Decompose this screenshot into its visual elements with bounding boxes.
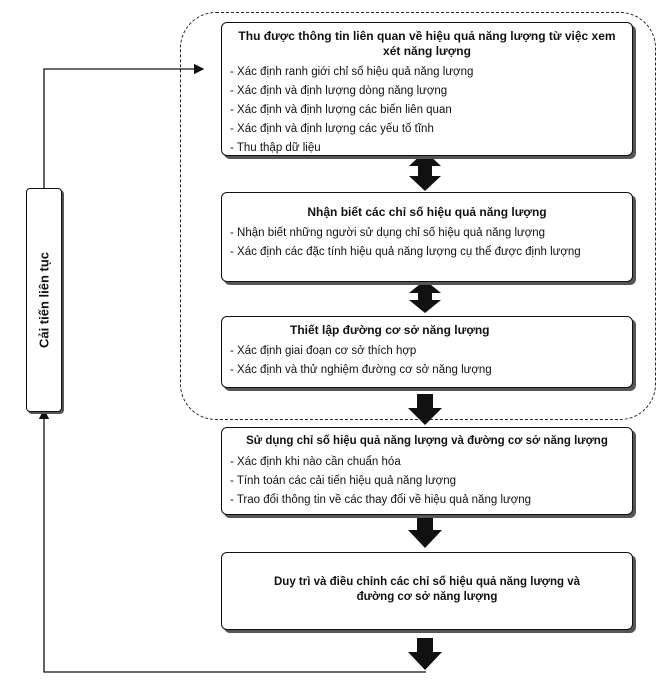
step-1-item: Thu thập dữ liệu [230, 139, 624, 158]
step-4-title: Sử dụng chỉ số hiệu quả năng lượng và đư… [246, 435, 608, 447]
continuous-improvement-label: Cải tiến liên tục [36, 251, 52, 349]
double-arrow-2 [409, 280, 441, 313]
step-1-box: Thu được thông tin liên quan về hiệu quả… [221, 22, 633, 156]
step-4-item: Xác định khi nào cần chuẩn hóa [230, 453, 624, 472]
continuous-improvement-box: Cải tiến liên tục [26, 188, 62, 412]
step-4-item: Trao đổi thông tin về các thay đổi về hi… [230, 491, 624, 510]
down-arrow-1 [408, 394, 442, 425]
double-arrow-1 [409, 151, 441, 191]
step-1-item: Xác định và định lượng các biến liên qua… [230, 101, 624, 120]
step-3-item: Xác định giai đoạn cơ sở thích hợp [230, 342, 624, 361]
step-3-box: Thiết lập đường cơ sở năng lượng Xác địn… [221, 316, 633, 388]
step-2-title: Nhận biết các chỉ số hiệu quả năng lượng [307, 205, 547, 219]
loop-to-top-line [43, 63, 205, 190]
step-4-box: Sử dụng chỉ số hiệu quả năng lượng và đư… [221, 427, 633, 515]
step-3-title: Thiết lập đường cơ sở năng lượng [290, 323, 490, 337]
step-1-item: Xác định và định lượng các yếu tố tĩnh [230, 120, 624, 139]
step-1-title: Thu được thông tin liên quan về hiệu quả… [238, 29, 616, 58]
step-5-title: Duy trì và điều chỉnh các chỉ số hiệu qu… [274, 576, 580, 603]
dashed-group-border [180, 12, 656, 420]
step-2-item: Xác định các đặc tính hiệu quả năng lượn… [230, 243, 624, 262]
feedback-loop-line [38, 408, 426, 673]
step-2-box: Nhận biết các chỉ số hiệu quả năng lượng… [221, 192, 633, 282]
down-arrow-3 [408, 638, 442, 670]
down-arrow-2 [408, 516, 442, 548]
step-2-item: Nhận biết những người sử dụng chỉ số hiệ… [230, 224, 624, 243]
step-1-item: Xác định và định lượng dòng năng lượng [230, 82, 624, 101]
step-4-item: Tính toán các cải tiến hiệu quả năng lượ… [230, 472, 624, 491]
step-5-box: Duy trì và điều chỉnh các chỉ số hiệu qu… [221, 552, 633, 630]
step-1-item: Xác định ranh giới chỉ số hiệu quả năng … [230, 63, 624, 82]
step-3-item: Xác định và thử nghiệm đường cơ sở năng … [230, 361, 624, 380]
